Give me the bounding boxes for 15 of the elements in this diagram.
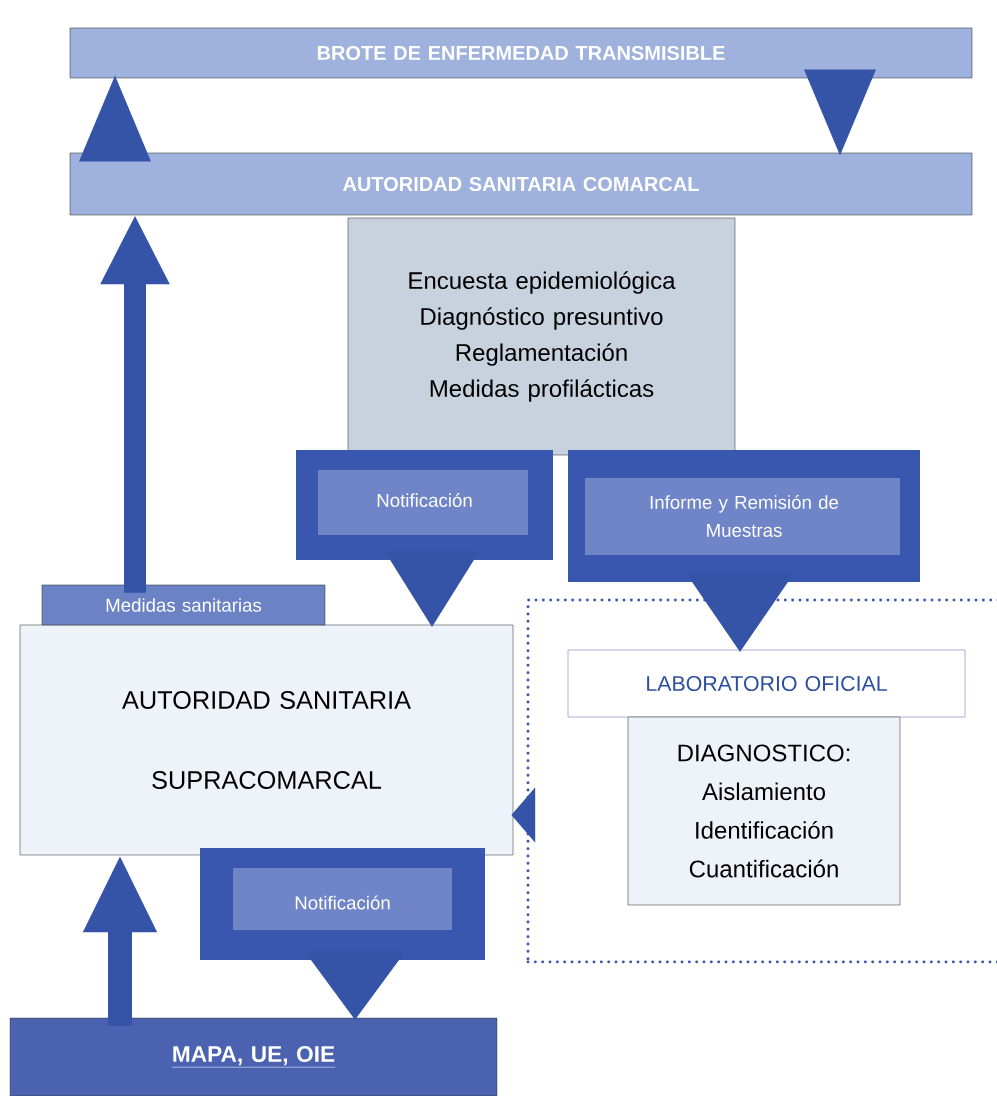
callout-box: Notificación xyxy=(200,848,485,960)
source-box: MAPA, UE, OIE xyxy=(9,1017,498,1096)
arrow xyxy=(804,69,876,156)
callout-pointer xyxy=(686,573,794,652)
banner-box: BROTE DE ENFERMEDAD TRANSMISIBLE xyxy=(69,27,973,79)
callout-box: Informe y Remisión de Muestras xyxy=(568,450,920,582)
banner-box: AUTORIDAD SANITARIA COMARCAL xyxy=(69,152,973,216)
dotted-region xyxy=(526,598,997,964)
process-box: Encuesta epidemiológica Diagnóstico presuntivo Reglamentación Medidas profilácticas xyxy=(347,217,736,456)
tab-label: Medidas sanitarias xyxy=(41,584,326,626)
title-box: LABORATORIO OFICIAL xyxy=(567,649,966,718)
process-box: DIAGNOSTICO: Aislamiento Identificación Cuantificación xyxy=(627,716,901,906)
callout-box: Notificación xyxy=(296,450,553,560)
arrow xyxy=(79,75,151,162)
process-box: AUTORIDAD SANITARIA SUPRACOMARCAL xyxy=(19,624,514,856)
